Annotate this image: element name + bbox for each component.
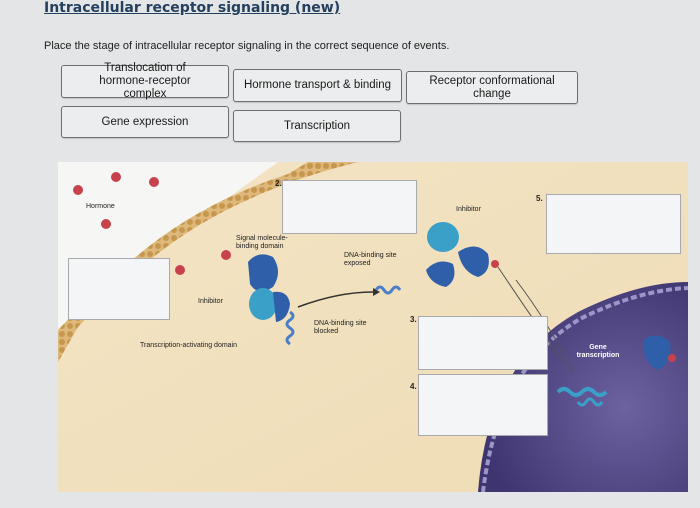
receptor-protein: [458, 246, 489, 277]
receptor-protein: [249, 288, 277, 320]
slot-number-3: 3.: [410, 315, 417, 324]
dna-strand: [374, 285, 402, 295]
receptor-protein: [426, 261, 455, 287]
choice-gene-expression[interactable]: Gene expression: [61, 106, 229, 138]
process-arrow: [373, 288, 380, 296]
choice-label: Hormone transport & binding: [243, 79, 392, 91]
drop-zone-1[interactable]: [68, 258, 170, 320]
receptor-protein: [248, 254, 278, 292]
drop-zone-5[interactable]: [546, 194, 681, 254]
choice-label: Receptor conformational change: [429, 74, 555, 100]
choice-hormone-transport[interactable]: Hormone transport & binding: [233, 69, 402, 102]
slot-number-5: 5.: [536, 194, 543, 203]
label-gene-transcription: Gene transcription: [576, 344, 620, 359]
hormone-molecule: [221, 250, 231, 260]
choice-label: Gene expression: [101, 115, 189, 128]
process-arrow: [297, 291, 374, 308]
receptor-protein: [427, 222, 459, 252]
choice-label: Translocation of hormone-receptor comple…: [99, 62, 191, 100]
drop-zone-4[interactable]: [418, 374, 548, 436]
nucleus: [478, 282, 688, 492]
dna-strand: [576, 397, 604, 407]
hormone-molecule: [73, 185, 83, 195]
label-inhibitor-left: Inhibitor: [198, 298, 223, 305]
slot-number-2: 2.: [275, 179, 282, 188]
choice-label: Transcription: [283, 119, 351, 132]
dna-strand: [285, 310, 295, 346]
receptor-protein: [273, 291, 290, 322]
slot-number-4: 4.: [410, 382, 417, 391]
label-dna-exposed: DNA-binding site exposed: [344, 252, 397, 267]
label-signal-domain: Signal molecule-binding domain: [236, 235, 288, 250]
choice-translocation[interactable]: Translocation of hormone-receptor comple…: [61, 62, 229, 100]
hormone-molecule: [175, 265, 185, 275]
drop-zone-2[interactable]: [282, 180, 417, 234]
page-title: Intracellular receptor signaling (new): [44, 0, 341, 16]
signaling-diagram: Hormone Signal molecule-binding domain I…: [58, 162, 688, 492]
label-hormone: Hormone: [86, 203, 115, 210]
drop-zone-3[interactable]: [418, 316, 548, 370]
label-inhibitor-right: Inhibitor: [456, 206, 481, 213]
label-transcription-domain: Transcription-activating domain: [140, 342, 238, 349]
choice-transcription[interactable]: Transcription: [233, 110, 401, 142]
choice-receptor-change[interactable]: Receptor conformational change: [406, 71, 578, 104]
hormone-molecule: [111, 172, 121, 182]
receptor-protein: [643, 335, 671, 370]
hormone-molecule: [668, 354, 676, 362]
hormone-molecule: [491, 260, 499, 268]
translocation-path: [497, 266, 564, 363]
instructions: Place the stage of intracellular recepto…: [44, 40, 450, 52]
hormone-molecule: [101, 219, 111, 229]
label-dna-blocked: DNA-binding site blocked: [314, 320, 367, 335]
dna-strand: [556, 387, 608, 397]
nuclear-envelope: [481, 286, 688, 492]
hormone-molecule: [149, 177, 159, 187]
extracellular-space: [58, 162, 278, 342]
